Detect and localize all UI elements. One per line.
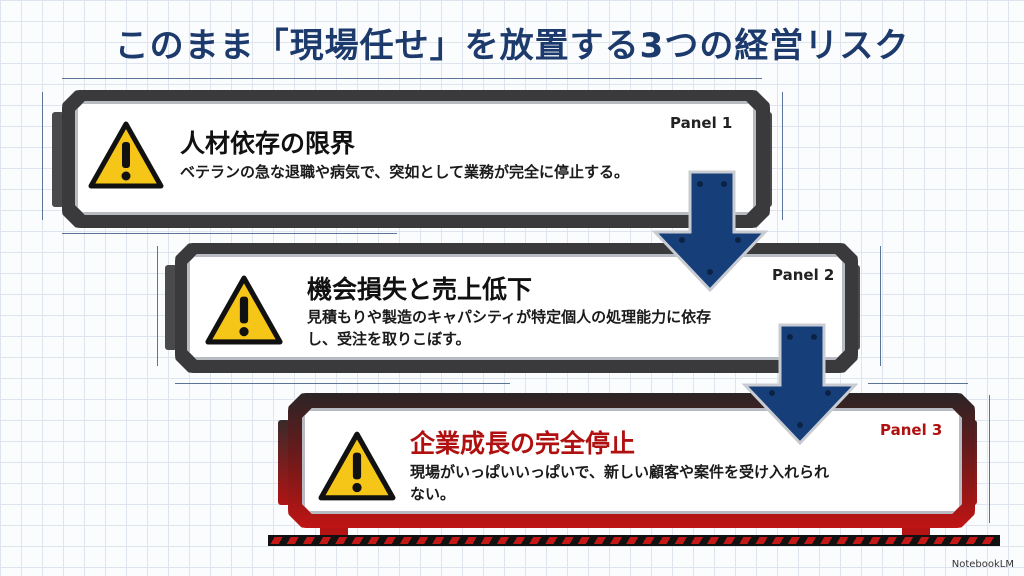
panel-stand-foot: [320, 526, 348, 536]
down-arrow-icon: [742, 323, 858, 445]
brand-watermark: NotebookLM: [951, 559, 1014, 570]
panel-bracket: [165, 265, 177, 350]
dimension-line: [62, 233, 397, 234]
panel-title: 企業成長の完全停止: [410, 429, 636, 458]
page-title: このまま「現場任せ」を放置する3つの経営リスク: [114, 26, 910, 66]
dimension-line: [175, 383, 510, 384]
panel-title: 機会損失と売上低下: [307, 275, 533, 304]
panel-description: 見積もりや製造のキャパシティが特定個人の処理能力に依存: [307, 308, 712, 326]
panel-description: ベテランの急な退職や病気で、突如として業務が完全に停止する。: [180, 163, 629, 181]
panel-body: [187, 254, 845, 360]
dimension-line: [782, 92, 783, 220]
panel-label: Panel 3: [880, 421, 943, 439]
dimension-line: [989, 395, 990, 523]
panel-title: 人材依存の限界: [180, 129, 356, 158]
panel-bracket: [52, 112, 64, 207]
warning-icon: [205, 275, 283, 345]
panel-description: し、受注を取りこぼす。: [307, 330, 471, 348]
panel-label: Panel 1: [670, 114, 733, 132]
hazard-stripe-base: [268, 535, 1000, 546]
dimension-line: [868, 383, 968, 384]
panel-body: [75, 101, 756, 215]
panel-body: [302, 408, 962, 514]
panel-description: 現場がいっぱいいっぱいで、新しい顧客や案件を受け入れられ: [410, 463, 829, 481]
dimension-line: [62, 78, 762, 79]
down-arrow-icon: [652, 170, 768, 292]
warning-icon: [318, 431, 396, 501]
panel-description: ない。: [410, 485, 456, 503]
panel-stand-foot: [902, 526, 930, 536]
panel-label: Panel 2: [772, 266, 835, 284]
dimension-line: [157, 246, 158, 366]
dimension-line: [42, 92, 43, 220]
panel-bracket: [278, 420, 290, 505]
dimension-line: [880, 246, 881, 366]
warning-icon: [88, 121, 164, 189]
